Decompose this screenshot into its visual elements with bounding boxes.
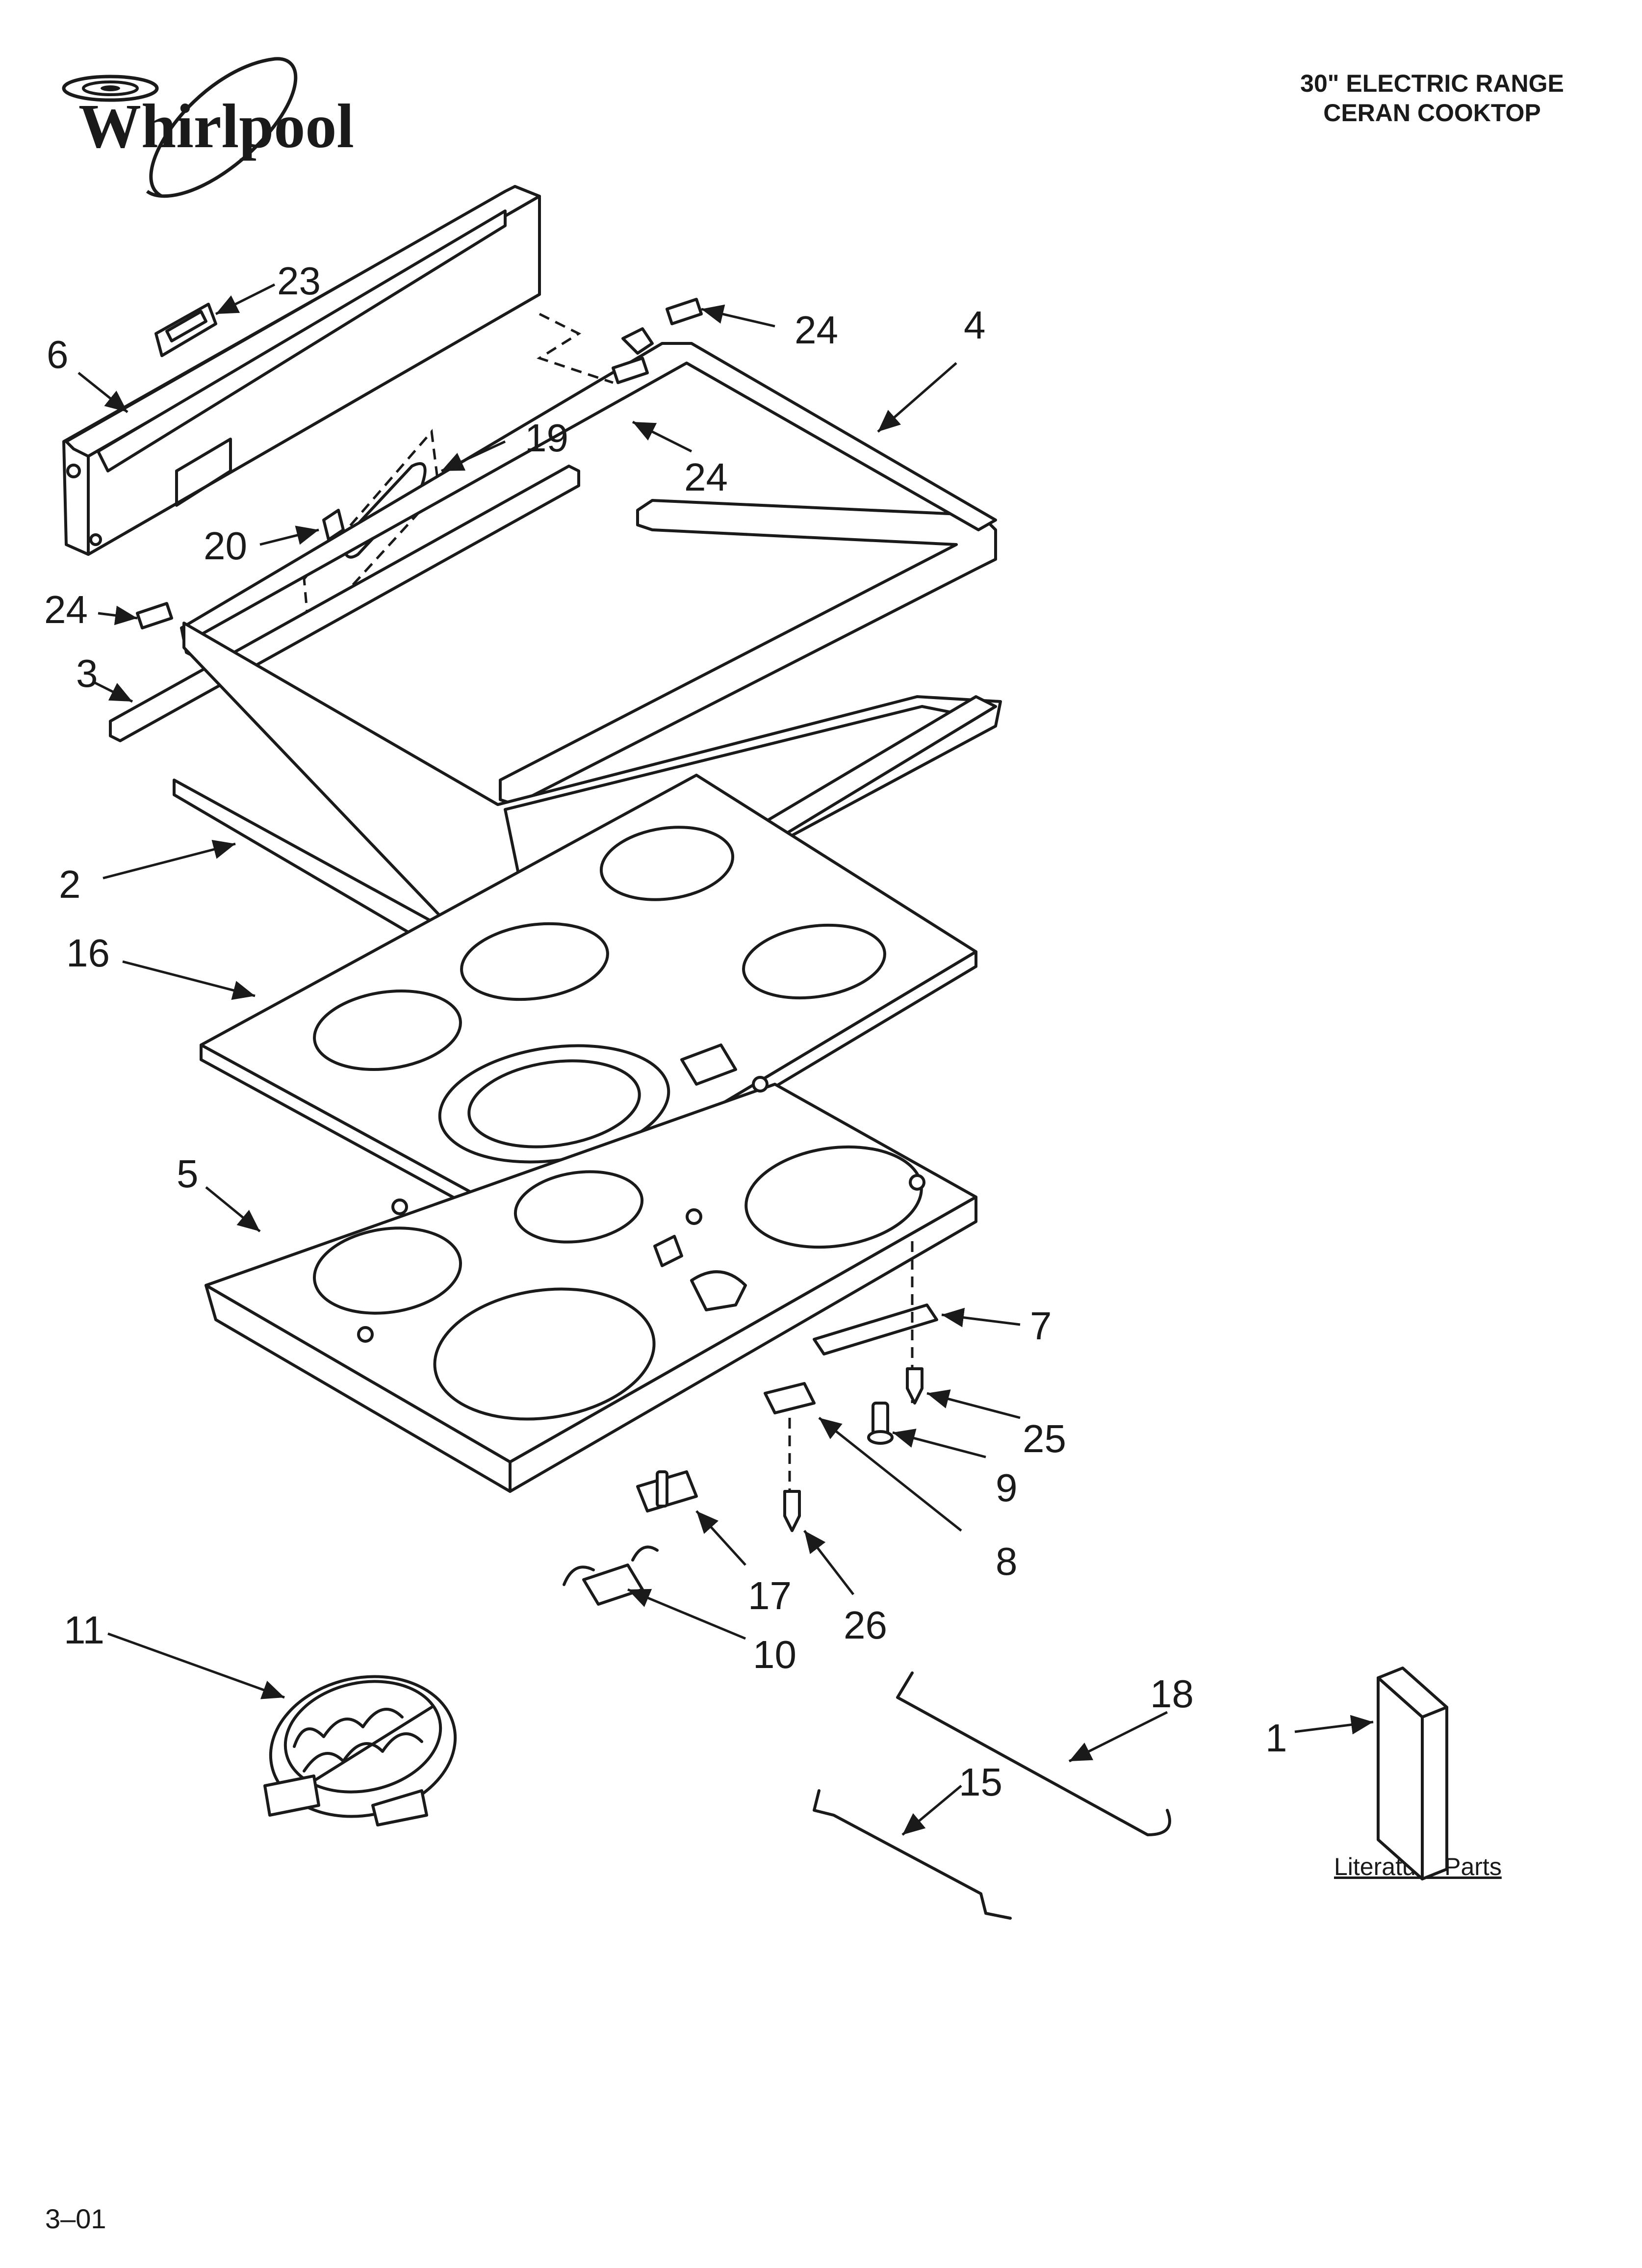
callout-19: 19 xyxy=(525,416,568,460)
callout-26: 26 xyxy=(844,1603,887,1647)
callout-23: 23 xyxy=(277,259,321,303)
title-line-1: 30" ELECTRIC RANGE xyxy=(1300,70,1564,97)
callout-9: 9 xyxy=(996,1466,1018,1510)
part-17-bracket xyxy=(636,1470,698,1512)
leader-lines xyxy=(77,283,1374,1836)
callout-2: 2 xyxy=(59,862,81,906)
callout-6: 6 xyxy=(47,333,69,376)
whirlpool-logo: Whirlpool xyxy=(62,57,354,198)
callout-25: 25 xyxy=(1023,1417,1066,1460)
callout-11: 11 xyxy=(64,1608,104,1652)
callout-1: 1 xyxy=(1265,1716,1287,1760)
part-23-badge xyxy=(154,303,217,357)
part-25-screw xyxy=(906,1367,924,1405)
part-18-rod xyxy=(896,1671,1171,1836)
brand-wordmark: Whirlpool xyxy=(78,91,354,161)
callout-5: 5 xyxy=(177,1152,199,1196)
callout-20: 20 xyxy=(204,524,247,568)
callout-7: 7 xyxy=(1030,1304,1052,1348)
callout-24-left: 24 xyxy=(44,588,88,631)
callout-24-middle: 24 xyxy=(684,455,728,499)
callout-17: 17 xyxy=(748,1574,792,1617)
callout-8: 8 xyxy=(996,1539,1018,1583)
part-11-radiant-element xyxy=(263,1675,457,1826)
footer-code: 3–01 xyxy=(45,2203,106,2234)
page-title: 30" ELECTRIC RANGE CERAN COOKTOP xyxy=(1256,69,1609,128)
part-6-backguard xyxy=(62,185,541,556)
callout-10: 10 xyxy=(753,1633,796,1676)
callout-4: 4 xyxy=(964,303,986,347)
part-3-front-strip xyxy=(109,465,580,742)
part-24-screw-middle xyxy=(612,357,649,384)
part-26-screw xyxy=(783,1490,801,1532)
part-5-burner-box xyxy=(205,1076,977,1493)
callout-15: 15 xyxy=(959,1760,1002,1804)
part-24-screw-left xyxy=(136,602,173,629)
callout-16: 16 xyxy=(66,931,110,975)
part-9-standoff xyxy=(867,1402,894,1445)
callout-18: 18 xyxy=(1150,1672,1194,1716)
part-15-rod xyxy=(813,1789,1012,1920)
callout-3: 3 xyxy=(76,652,98,695)
title-line-2: CERAN COOKTOP xyxy=(1323,99,1541,127)
callout-labels: 23 24 6 4 19 24 20 24 3 2 16 5 7 25 9 8 … xyxy=(44,259,1287,1804)
callout-24-top: 24 xyxy=(795,308,838,352)
part-1-literature xyxy=(1377,1667,1448,1880)
part-24-screw-top xyxy=(666,298,703,325)
part-7-bracket xyxy=(813,1241,938,1403)
part-8-clip xyxy=(764,1382,816,1491)
